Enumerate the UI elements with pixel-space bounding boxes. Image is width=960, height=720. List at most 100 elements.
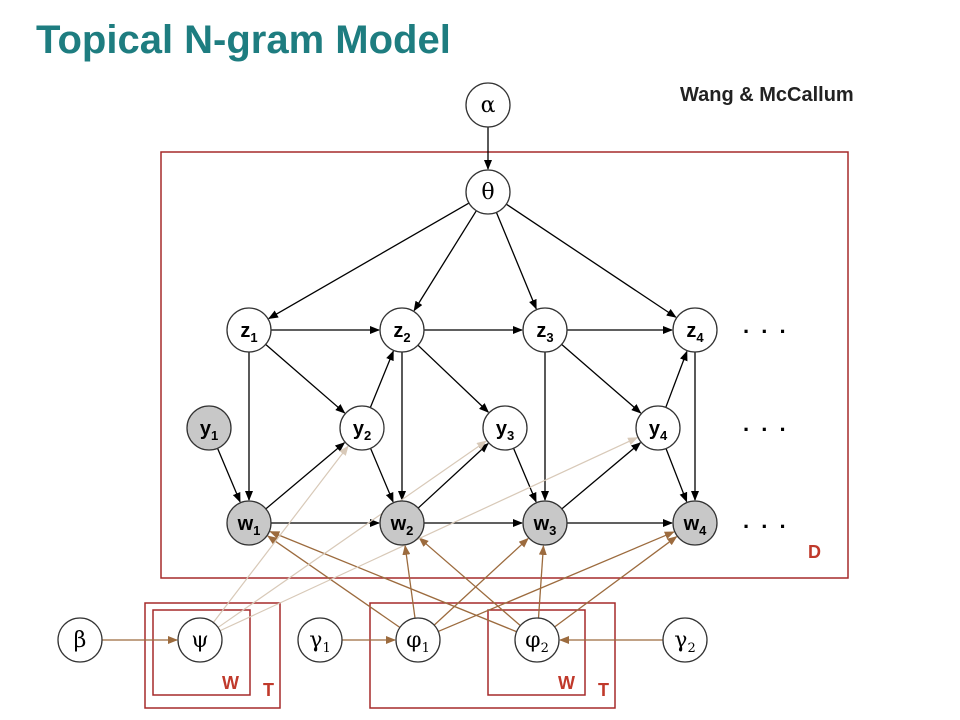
node-subscript-gamma2: 2 xyxy=(687,641,695,656)
node-circle-y3 xyxy=(482,405,528,451)
node-y2: y2 xyxy=(339,405,385,451)
node-phi2: φ2 xyxy=(514,617,560,663)
node-label-alpha: α xyxy=(481,93,496,118)
node-circle-w1 xyxy=(226,500,272,546)
node-label-z4: z4 xyxy=(686,320,704,345)
edge-theta-to-z4 xyxy=(505,203,677,318)
node-circle-z4 xyxy=(672,307,718,353)
edge-y4-to-z4 xyxy=(665,350,688,408)
edge-theta-to-z2 xyxy=(413,210,477,312)
edge-theta-to-z3 xyxy=(495,212,537,310)
edge-phi2-to-w3 xyxy=(537,544,547,619)
document-plate xyxy=(160,151,849,579)
node-label-w1: w1 xyxy=(237,513,261,538)
edge-w1-to-y2 xyxy=(265,442,346,510)
node-w1: w1 xyxy=(226,500,272,546)
node-label-psi: ψ xyxy=(191,628,208,653)
edge-phi2-to-w2 xyxy=(418,537,521,627)
phi-outer-plate xyxy=(369,602,616,709)
node-label-z1: z1 xyxy=(240,320,257,345)
edge-phi2-to-w4 xyxy=(554,536,678,628)
node-beta: β xyxy=(57,617,103,663)
node-label-y3: y3 xyxy=(496,418,514,443)
node-circle-y4 xyxy=(635,405,681,451)
edge-phi1-to-w2 xyxy=(402,544,416,619)
node-subscript-w2: 2 xyxy=(406,523,413,538)
psi-inner-plate xyxy=(152,609,251,696)
node-label-beta: β xyxy=(74,628,87,653)
node-circle-phi1 xyxy=(395,617,441,663)
phi-inner-plate-label: W xyxy=(558,673,575,693)
node-subscript-z2: 2 xyxy=(403,330,410,345)
node-subscript-z4: 4 xyxy=(696,330,704,345)
node-circle-w2 xyxy=(379,500,425,546)
node-y4: y4 xyxy=(635,405,681,451)
edge-psi-to-y3 xyxy=(217,440,487,628)
node-circle-psi xyxy=(177,617,223,663)
ellipsis-w-row: . . . xyxy=(743,508,789,533)
node-label-w2: w2 xyxy=(390,513,414,538)
node-subscript-z3: 3 xyxy=(546,330,553,345)
node-circle-y2 xyxy=(339,405,385,451)
edge-w3-to-y4 xyxy=(561,442,642,510)
node-circle-z1 xyxy=(226,307,272,353)
edge-y3-to-w3 xyxy=(512,448,537,503)
node-label-y2: y2 xyxy=(353,418,371,443)
node-z1: z1 xyxy=(226,307,272,353)
node-circle-beta xyxy=(57,617,103,663)
node-label-w4: w4 xyxy=(683,513,708,538)
node-label-y1: y1 xyxy=(200,418,218,443)
phi-outer-plate-label: T xyxy=(598,680,609,700)
node-label-z3: z3 xyxy=(536,320,553,345)
node-circle-gamma1 xyxy=(297,617,343,663)
node-circle-w4 xyxy=(672,500,718,546)
edge-y4-to-w4 xyxy=(665,448,688,503)
page-title: Topical N-gram Model xyxy=(36,18,451,62)
node-circle-phi2 xyxy=(514,617,560,663)
node-w4: w4 xyxy=(672,500,718,546)
node-circle-alpha xyxy=(465,82,511,128)
node-subscript-w3: 3 xyxy=(549,523,556,538)
node-subscript-y3: 3 xyxy=(507,428,514,443)
node-label-phi2: φ2 xyxy=(525,628,549,656)
edge-z1-to-y2 xyxy=(265,343,346,414)
node-z3: z3 xyxy=(522,307,568,353)
node-subscript-gamma1: 1 xyxy=(322,641,330,656)
node-circle-gamma2 xyxy=(662,617,708,663)
psi-outer-plate-label: T xyxy=(263,680,274,700)
ellipsis-z-row: . . . xyxy=(743,313,789,338)
node-gamma1: γ1 xyxy=(297,617,343,663)
node-gamma2: γ2 xyxy=(662,617,708,663)
edge-z3-to-y4 xyxy=(561,343,642,414)
node-theta: θ xyxy=(465,169,511,215)
node-subscript-z1: 1 xyxy=(250,330,257,345)
node-circle-theta xyxy=(465,169,511,215)
author-credit: Wang & McCallum xyxy=(680,84,854,106)
node-subscript-w1: 1 xyxy=(253,523,260,538)
edge-psi-to-y2 xyxy=(212,445,349,623)
document-plate-label: D xyxy=(808,542,821,562)
node-subscript-y2: 2 xyxy=(364,428,371,443)
node-circle-w3 xyxy=(522,500,568,546)
node-label-w3: w3 xyxy=(533,513,557,538)
node-circle-z2 xyxy=(379,307,425,353)
node-circle-z3 xyxy=(522,307,568,353)
node-psi: ψ xyxy=(177,617,223,663)
node-label-theta: θ xyxy=(481,180,494,205)
edge-y1-to-w1 xyxy=(216,448,241,503)
node-w2: w2 xyxy=(379,500,425,546)
node-y3: y3 xyxy=(482,405,528,451)
phi-inner-plate xyxy=(487,609,586,696)
ellipsis-y-row: . . . xyxy=(743,411,789,436)
node-subscript-y4: 4 xyxy=(660,428,668,443)
node-circle-y1 xyxy=(186,405,232,451)
node-z4: z4 xyxy=(672,307,718,353)
node-alpha: α xyxy=(465,82,511,128)
psi-inner-plate-label: W xyxy=(222,673,239,693)
edge-phi1-to-w3 xyxy=(433,537,529,626)
edge-theta-to-z1 xyxy=(268,202,470,320)
node-z2: z2 xyxy=(379,307,425,353)
node-w3: w3 xyxy=(522,500,568,546)
